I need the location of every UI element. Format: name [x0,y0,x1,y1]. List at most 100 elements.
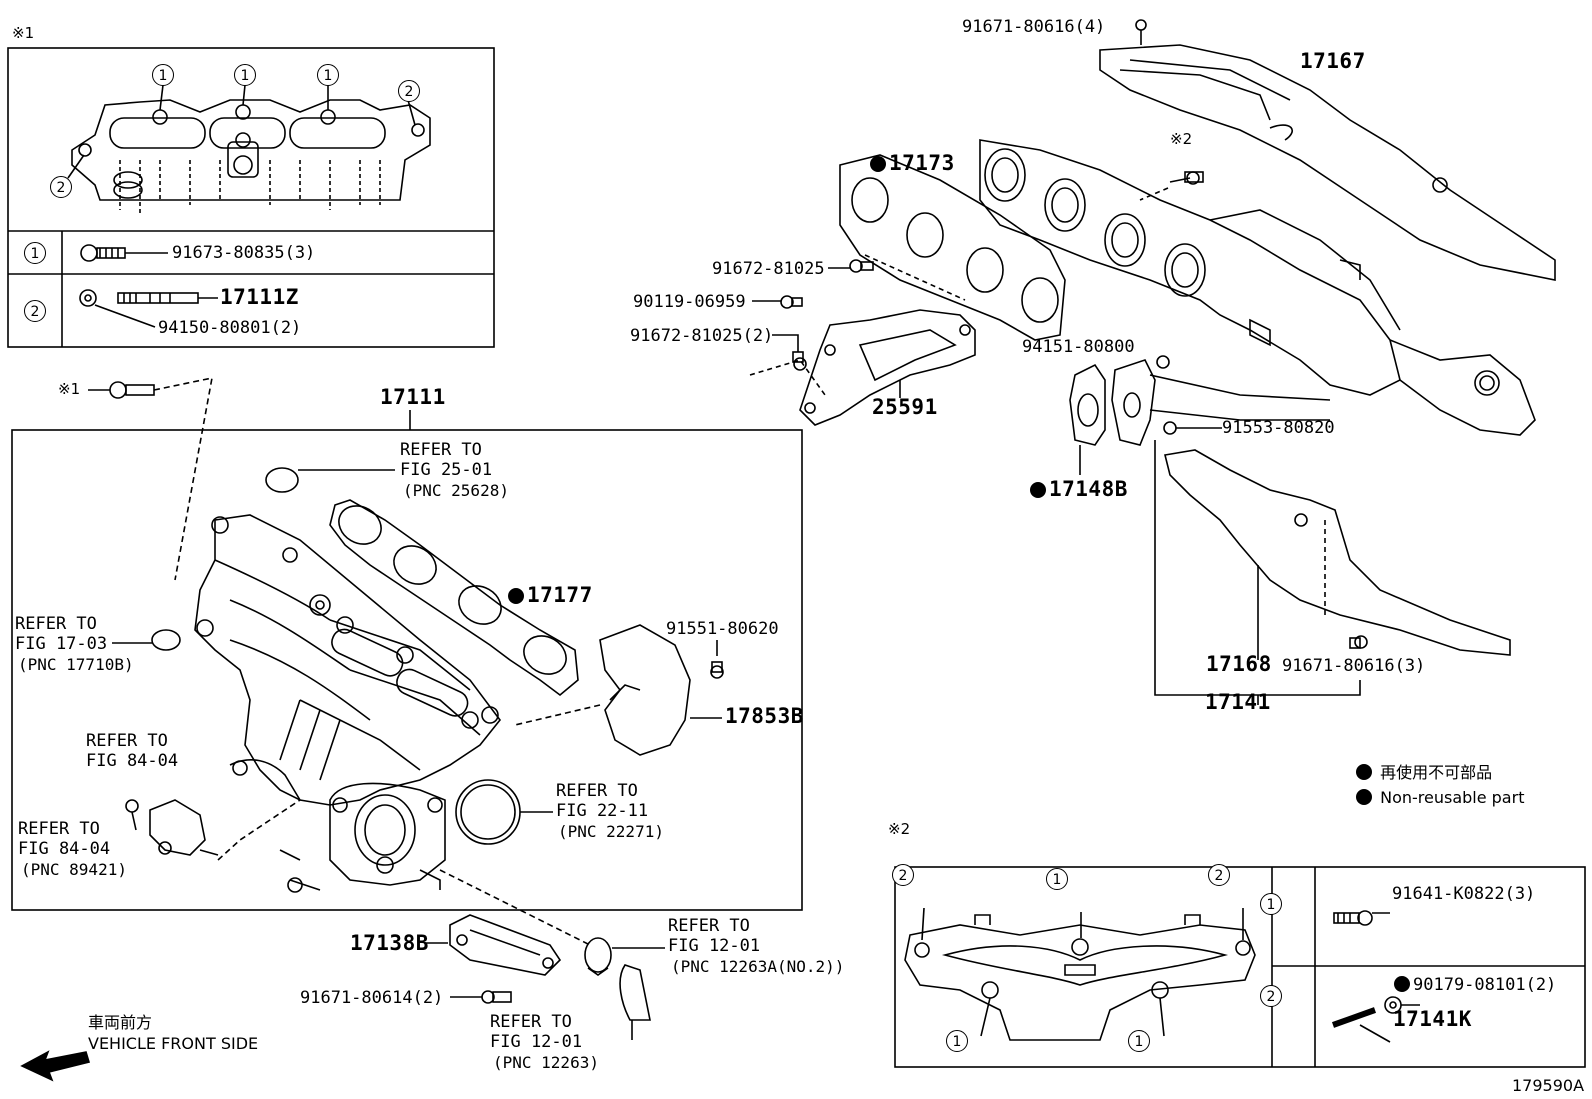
part-17853B: 17853B [725,704,804,728]
sensor-drawing [125,799,301,861]
inset1-legend-num-1: 1 [24,242,46,264]
bracket-17141-lines [1154,440,1361,705]
non-reusable-dot [508,588,524,604]
gasket-17148B-drawing [1069,355,1331,475]
part-17138B: 17138B [350,931,429,955]
refer-12a-line1: REFER TO [668,916,750,936]
part-17148B: 17148B [1030,479,1128,500]
part-17111Z: 17111Z [220,285,299,309]
inset2-legend-bolts [1331,910,1420,1043]
inset1-legend-num-2: 2 [24,300,46,322]
part-91551-80620: 91551-80620 [666,619,779,639]
part-17177: 17177 [508,585,593,606]
inset1-box [7,47,495,348]
inset2-legend-num-1: 1 [1260,893,1282,915]
inset2-callout-2a: 2 [892,864,914,886]
inset1-mark: ※1 [12,24,35,42]
legend-non-reusable-jp: 再使用不可部品 [1356,763,1492,783]
heat-insulator-17168-drawing [1164,449,1511,660]
refer-17-line1: REFER TO [15,614,97,634]
mark2-bolt-label: ※2 [1170,130,1193,148]
refer-84a-line2: FIG 84-04 [86,751,179,771]
refer-12b-line2: FIG 12-01 [490,1032,583,1052]
bracket-25591-drawing [749,309,976,426]
inset2-box [894,866,1586,1068]
non-reusable-dot [1356,789,1372,805]
inset1-callout-1b: 1 [234,64,256,86]
legend-non-reusable-en: Non-reusable part [1356,788,1524,808]
part-17167: 17167 [1300,49,1366,73]
inset2-legend-num-2: 2 [1260,985,1282,1007]
exhaust-manifold-drawing [979,139,1536,436]
refer-22-line2: FIG 22-11 [556,801,649,821]
refer-12b-line3: (PNC 12263) [493,1053,599,1072]
part-91671-80616-3: 91671-80616(3) [1282,656,1426,676]
refer-25-line2: FIG 25-01 [400,460,493,480]
refer-12a-line2: FIG 12-01 [668,936,761,956]
mark1-bolt-drawing [88,376,214,581]
intake-box [11,410,803,911]
inset2-callout-1c: 1 [1128,1030,1150,1052]
inset1-flange-drawing [71,99,431,215]
inset2-manifold-drawing [904,907,1256,1041]
refer-84b-line3: (PNC 89421) [21,860,127,879]
inset1-callout-1c: 1 [317,64,339,86]
part-94151-80800: 94151-80800 [1022,337,1135,357]
inset1-leaders [67,84,416,179]
part-90119-06959: 90119-06959 [633,292,746,312]
inset1-callout-1a: 1 [152,64,174,86]
refer-25-line3: (PNC 25628) [403,481,509,500]
refer-84b-line2: FIG 84-04 [18,839,111,859]
part-91673-80835: 91673-80835(3) [172,243,316,263]
plug-drawing [112,629,181,651]
part-25591: 25591 [872,395,938,419]
non-reusable-dot [1356,764,1372,780]
refer-17-line2: FIG 17-03 [15,634,108,654]
non-reusable-dot [870,156,886,172]
part-91672-81025: 91672-81025 [712,259,825,279]
refer-25-line1: REFER TO [400,440,482,460]
part-17168: 17168 [1206,652,1272,676]
front-arrow-drawing [20,1050,91,1082]
gasket-17177-drawing [329,499,579,697]
oring-drawing [265,467,395,493]
inset1-callout-2b: 2 [50,176,72,198]
part-91671-80614: 91671-80614(2) [300,988,444,1008]
refer-12b-line1: REFER TO [490,1012,572,1032]
diagram-id: 179590A [1512,1076,1585,1095]
part-94150-80801: 94150-80801(2) [158,318,302,338]
front-side-en: VEHICLE FRONT SIDE [88,1034,259,1053]
intake-manifold-drawing [194,514,502,893]
part-17141K: 17141K [1393,1007,1472,1031]
part-91641-K0822: 91641-K0822(3) [1392,884,1536,904]
inset2-callout-1b: 1 [946,1030,968,1052]
hose-12263-drawing [439,869,665,1040]
inset1-callout-2a: 2 [398,80,420,102]
part-17173: 17173 [870,153,955,174]
mark1-bolt-label: ※1 [58,380,81,398]
exhaust-bolts-drawing [752,259,874,371]
refer-22-line3: (PNC 22271) [558,822,664,841]
part-91672-81025-2: 91672-81025(2) [630,326,774,346]
heat-insulator-17167-drawing [1099,19,1556,281]
gasket-22271-drawing [455,779,553,845]
inset1-legend-bolts [79,244,218,328]
part-17111: 17111 [380,385,446,409]
inset2-callout-2b: 2 [1208,864,1230,886]
inset2-callout-1a: 1 [1046,868,1068,890]
refer-84a-line1: REFER TO [86,731,168,751]
refer-17-line3: (PNC 17710B) [18,655,134,674]
front-side-jp: 車両前方 [88,1013,153,1032]
inset2-mark: ※2 [888,820,911,838]
refer-84b-line1: REFER TO [18,819,100,839]
refer-22-line1: REFER TO [556,781,638,801]
non-reusable-dot [1030,482,1046,498]
part-91553-80820: 91553-80820 [1222,418,1335,438]
part-91671-80616-4: 91671-80616(4) [962,17,1106,37]
insulator-17853B-drawing [514,624,724,756]
bracket-17138B-drawing [425,914,562,1004]
part-17141: 17141 [1205,690,1271,714]
refer-12a-line3: (PNC 12263A(NO.2)) [671,957,845,976]
non-reusable-dot [1394,976,1410,992]
